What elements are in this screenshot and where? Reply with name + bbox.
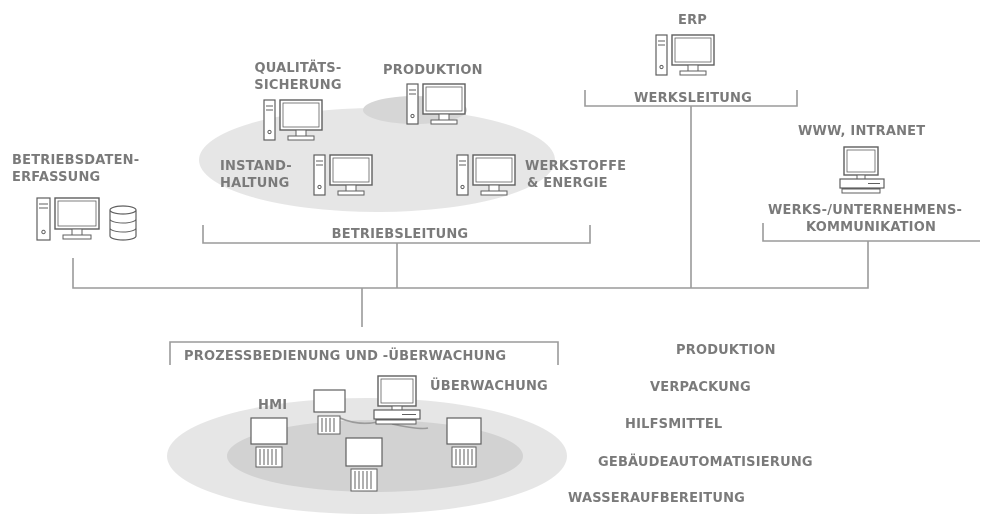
betriebsdaten-label-line1: BETRIEBSDATEN-: [12, 153, 140, 168]
hmi-panel-icon: [446, 417, 482, 468]
produktion-label: PRODUKTION: [383, 63, 483, 78]
workstation-icon: [313, 154, 373, 196]
prozess-label: PROZESSBEDIENUNG UND -ÜBERWACHUNG: [184, 349, 507, 364]
workstation-icon: [456, 154, 516, 196]
qualitaet-label-line1: QUALITÄTS-: [254, 61, 342, 76]
workstation-icon: [263, 99, 323, 141]
area-hilfsmittel: HILFSMITTEL: [625, 417, 723, 432]
area-verpackung: VERPACKUNG: [650, 380, 751, 395]
monitor-cable: [339, 417, 379, 425]
network-lines: [72, 90, 980, 430]
instand-label-line2: HALTUNG: [220, 176, 290, 191]
qualitaet-label-line2: SICHERUNG: [254, 78, 342, 93]
area-gebaeudeautomatisierung: GEBÄUDEAUTOMATISIERUNG: [598, 455, 813, 470]
www-intranet-label: WWW, INTRANET: [798, 124, 926, 139]
hmi-panel-icon: [345, 437, 383, 492]
kommunikation-bracket: [762, 223, 980, 242]
werksleitung-label: WERKSLEITUNG: [633, 91, 753, 106]
kommunikation-label-line2: KOMMUNIKATION: [806, 220, 937, 235]
betriebsdaten-label-line2: ERFASSUNG: [12, 170, 101, 185]
workstation-icon: [655, 34, 715, 76]
erp-label: ERP: [678, 13, 708, 28]
ueberwachung-label: ÜBERWACHUNG: [430, 379, 548, 394]
betriebsleitung-label: BETRIEBSLEITUNG: [331, 227, 469, 242]
main-bus: [72, 241, 869, 289]
area-produktion: PRODUKTION: [676, 343, 776, 358]
monitor-cable-2: [391, 423, 429, 430]
desktop-pc-icon: [373, 375, 421, 425]
desktop-pc-icon: [839, 146, 885, 194]
werkstoffe-label-line1: WERKSTOFFE: [525, 159, 627, 174]
hmi-panel-icon: [250, 417, 288, 468]
workstation-icon: [36, 197, 100, 241]
prozess-bracket: [169, 341, 559, 365]
workstation-icon: [406, 83, 466, 125]
database-icon: [109, 205, 137, 241]
instand-label-line1: INSTAND-: [220, 159, 292, 174]
hmi-label: HMI: [258, 398, 288, 413]
hmi-panel-icon: [313, 389, 346, 435]
area-wasseraufbereitung: WASSERAUFBEREITUNG: [568, 491, 746, 506]
kommunikation-label-line1: WERKS-/UNTERNEHMENS-: [768, 203, 963, 218]
werkstoffe-label-line2: & ENERGIE: [527, 176, 608, 191]
